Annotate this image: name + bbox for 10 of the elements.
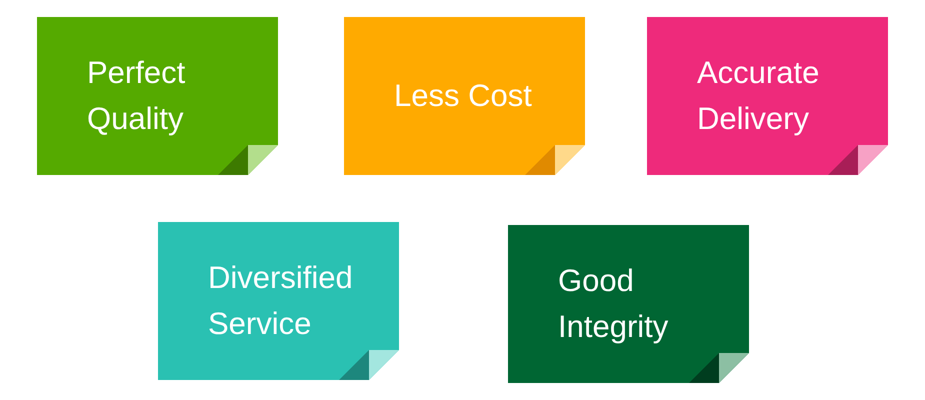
sticky-note <box>647 17 888 175</box>
note-text: Good Integrity <box>558 262 670 346</box>
note-text: Less Cost <box>394 76 532 115</box>
sticky-note <box>158 222 399 380</box>
sticky-note <box>344 17 585 175</box>
sticky-note <box>37 17 278 175</box>
note-text: Perfect Quality <box>87 54 186 138</box>
note-text: Accurate Delivery <box>697 54 820 138</box>
sticky-note <box>508 225 749 383</box>
note-text: Diversified Service <box>208 258 354 343</box>
